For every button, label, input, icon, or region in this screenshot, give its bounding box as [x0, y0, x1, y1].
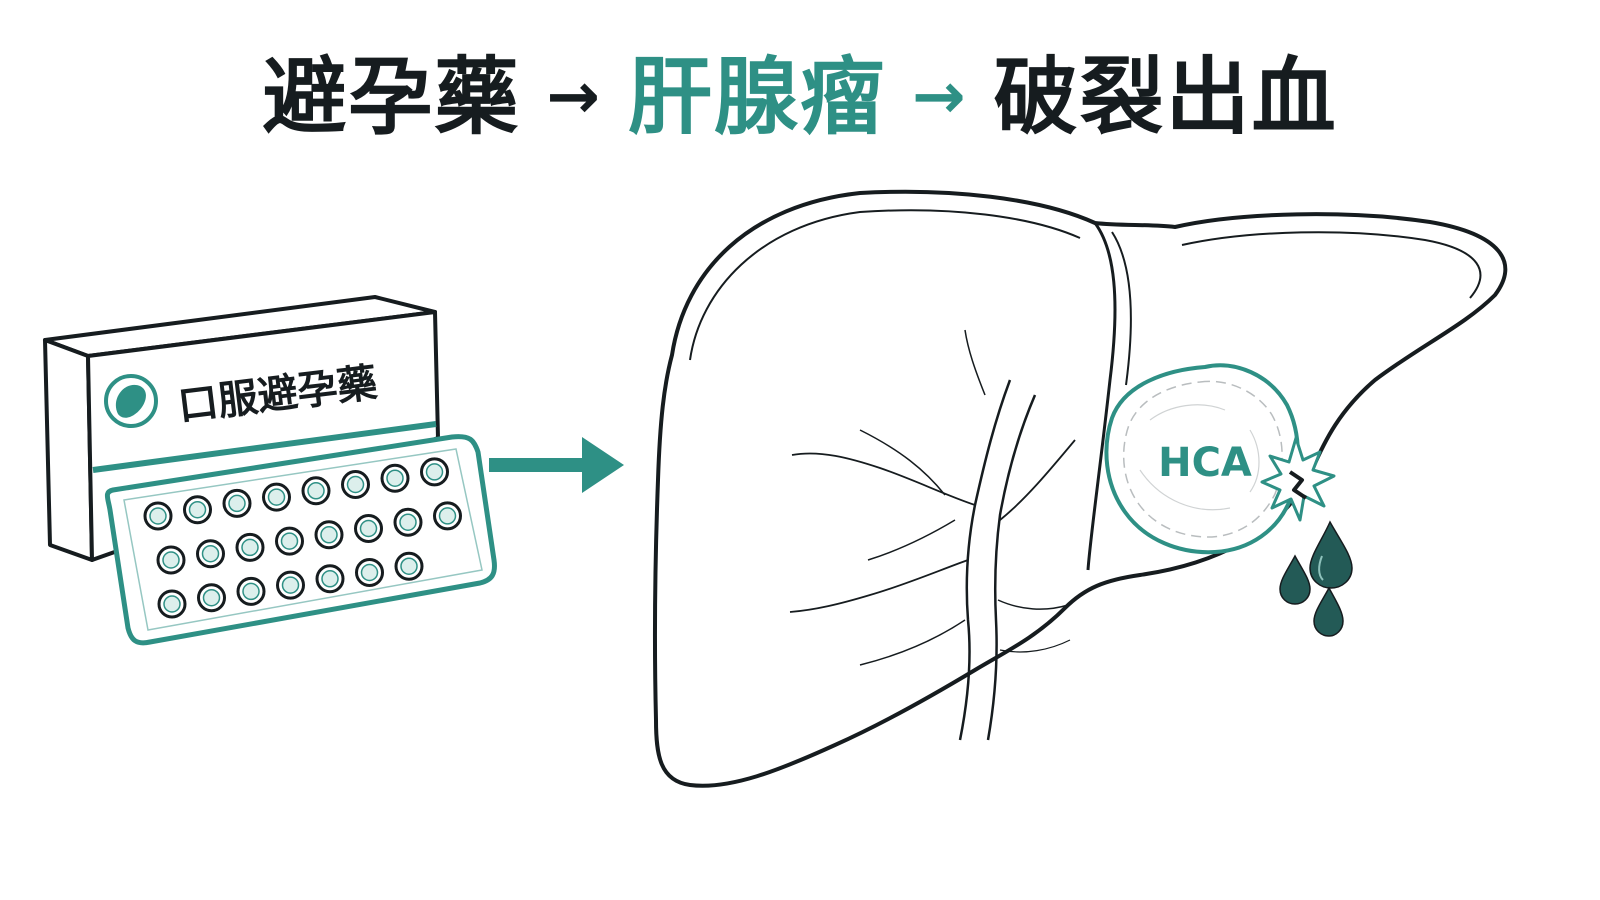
blister-pill-highlight	[425, 463, 444, 481]
blister-pill-highlight	[438, 507, 457, 525]
headline-arrow-2: →	[912, 60, 968, 134]
blister-pill-highlight	[228, 494, 246, 513]
blister-pill-highlight	[386, 469, 404, 487]
blister-pills	[143, 457, 462, 619]
blister-pack	[104, 434, 497, 646]
tumor: HCA	[1104, 363, 1300, 555]
blister-pill-highlight	[149, 507, 167, 525]
liver	[652, 189, 1508, 788]
blister-pill-highlight	[360, 563, 379, 582]
blister-pill-highlight	[400, 557, 418, 575]
pill-box: 口服避孕藥	[43, 295, 440, 562]
blister-pill-highlight	[242, 582, 260, 601]
blister-pill-highlight	[163, 595, 181, 613]
pill-box-logo-icon	[104, 374, 158, 428]
blood-drop-icon	[1279, 554, 1311, 605]
headline-step-contraceptive: 避孕藥	[262, 48, 521, 146]
blister-pill-highlight	[359, 519, 378, 538]
blister-pill-highlight	[202, 588, 221, 607]
blister-pill-highlight	[241, 538, 259, 557]
blister-pill-highlight	[280, 532, 299, 550]
blister-pill-highlight	[201, 544, 220, 563]
tumor-label: HCA	[1158, 440, 1252, 486]
blister-pill-highlight	[399, 513, 417, 531]
blister-pill-highlight	[162, 551, 180, 569]
blister-pill-highlight	[281, 576, 300, 594]
rupture-burst-icon	[1260, 436, 1336, 522]
headline-step-adenoma: 肝腺瘤	[627, 48, 886, 146]
blister-pill-highlight	[321, 570, 339, 588]
blister-pill-highlight	[320, 526, 338, 544]
blood-drop-icon	[1309, 520, 1353, 589]
blister-pill-highlight	[307, 482, 325, 500]
headline: 避孕藥 → 肝腺瘤 → 破裂出血	[0, 42, 1600, 152]
blister-pill-highlight	[267, 488, 286, 506]
blister-pill-highlight	[188, 500, 207, 519]
blister-pill-highlight	[346, 475, 365, 494]
headline-step-rupture: 破裂出血	[993, 48, 1338, 146]
blood-drop-icon	[1313, 586, 1344, 637]
headline-arrow-1: →	[546, 60, 602, 134]
flow-arrow-icon	[489, 437, 624, 493]
